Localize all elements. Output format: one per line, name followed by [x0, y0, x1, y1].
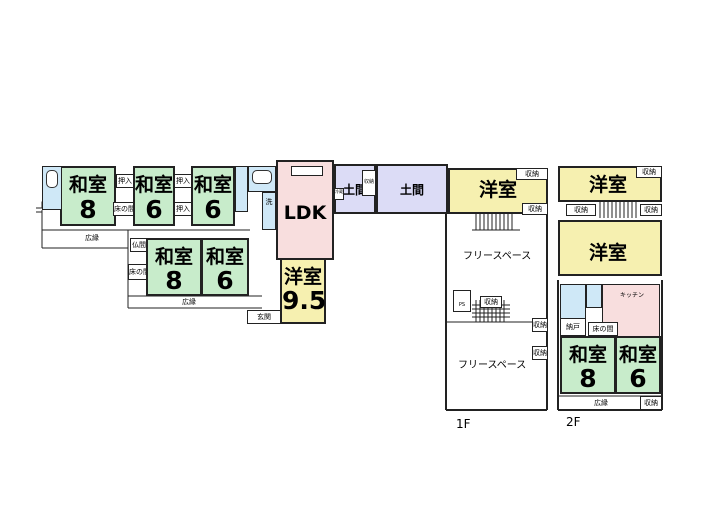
shuno-1f-b: 収納: [522, 203, 548, 215]
reizo-box: 冷蔵: [334, 188, 344, 200]
kitchen-counter: [291, 166, 323, 176]
toilet-2f: [586, 284, 602, 308]
butsuma-label: 仏間: [132, 241, 146, 249]
shuno-label: 収納: [644, 206, 658, 214]
yoshitsu-room-2f-mid: 洋室: [558, 220, 662, 276]
tokonoma-2f: 床の間: [588, 322, 618, 336]
yoshitsu-label: 洋室: [478, 179, 517, 201]
ps-box: PS: [453, 290, 471, 312]
free-space-label-2: フリースペース: [458, 360, 527, 371]
shuno-2f-c: 収納: [640, 204, 662, 216]
oshiire-1: 押入: [116, 174, 134, 188]
washitsu-8-room: 和室 8: [60, 166, 116, 226]
yoshitsu-9-5-room: 洋室 9.5: [280, 258, 326, 324]
water-area-2f: [560, 284, 586, 320]
yoshitsu-label: 洋室: [588, 174, 627, 196]
washitsu-size: 6: [204, 195, 222, 224]
washitsu-label: 和室: [193, 174, 232, 196]
nando-2f: 納戸: [560, 318, 586, 336]
tokonoma-1: 床の間: [113, 202, 135, 216]
shuno-label: 収納: [484, 298, 498, 306]
shuno-1f-e: 収納: [532, 346, 548, 360]
yoshitsu-label: 洋室: [283, 266, 322, 288]
hiroen-label: 広縁: [85, 234, 99, 242]
ldk-label: LDK: [283, 202, 327, 224]
shuno-1f-d: 収納: [532, 318, 548, 332]
shuno-1f-c: 収納: [480, 296, 502, 308]
washitsu-6-room-c: 和室 6: [201, 238, 249, 296]
floor-label-2f: 2F: [566, 415, 581, 429]
washroom-label: 洗: [265, 198, 273, 206]
washitsu-size: 6: [629, 364, 647, 393]
shuno-label: 収納: [525, 170, 539, 178]
shuno-label: 収納: [533, 349, 547, 357]
shuno-label: 収納: [528, 205, 542, 213]
washitsu-8-room-2f: 和室 8: [560, 336, 616, 394]
reizo-label: 冷蔵: [335, 189, 343, 194]
doma-label: 土間: [399, 183, 424, 197]
genkan: 玄関: [247, 310, 281, 324]
oshiire-3: 押入: [174, 202, 192, 216]
washitsu-size: 6: [216, 266, 234, 295]
oshiire-label: 押入: [176, 177, 190, 185]
free-space-label-1: フリースペース: [463, 251, 532, 262]
doma-room-large: 土間: [376, 164, 448, 214]
tokonoma-2: 床の間: [128, 264, 150, 280]
oshiire-label: 押入: [118, 177, 132, 185]
kitchen-label: キッチン: [619, 292, 644, 299]
tokonoma-label: 床の間: [129, 268, 150, 276]
washitsu-6-room-b: 和室 6: [191, 166, 235, 226]
ldk-room: LDK: [276, 160, 334, 260]
shuno-2f-a: 収納: [636, 166, 662, 178]
shuno-2f-b: 収納: [566, 204, 596, 216]
genkan-label: 玄関: [257, 313, 271, 321]
hiroen-label: 広縁: [594, 399, 608, 407]
washitsu-size: 8: [165, 266, 183, 295]
butsuma: 仏間: [130, 238, 148, 252]
shuno-1f-a: 収納: [516, 168, 548, 180]
floor-label-1f: 1F: [456, 417, 471, 431]
shuno-2f-d: 収納: [640, 396, 662, 410]
bathtub-icon: [46, 170, 58, 188]
oshiire-2: 押入: [174, 174, 192, 188]
shuno-doma: 収納: [362, 170, 376, 196]
yoshitsu-label: 洋室: [588, 242, 627, 264]
yoshitsu-size: 9.5: [282, 286, 327, 315]
washitsu-label: 和室: [205, 246, 244, 268]
washroom: 洗: [262, 192, 276, 230]
washitsu-label: 和室: [568, 344, 607, 366]
tokonoma-label: 床の間: [114, 205, 135, 213]
washitsu-6-room-a: 和室 6: [133, 166, 175, 226]
washitsu-size: 8: [579, 364, 597, 393]
shuno-label: 収納: [574, 206, 588, 214]
washitsu-8-room-b: 和室 8: [146, 238, 202, 296]
oshiire-label: 押入: [176, 205, 190, 213]
doma-label: 土間: [342, 183, 367, 197]
shuno-label: 収納: [363, 179, 374, 185]
shuno-label: 収納: [533, 321, 547, 329]
washitsu-label: 和室: [618, 344, 657, 366]
washitsu-label: 和室: [135, 174, 174, 196]
washitsu-label: 和室: [68, 174, 107, 196]
toilet-area: [235, 166, 248, 212]
shuno-label: 収納: [642, 168, 656, 176]
bathtub-icon: [252, 170, 272, 184]
washitsu-6-room-2f: 和室 6: [615, 336, 661, 394]
tokonoma-label: 床の間: [592, 325, 614, 333]
ps-label: PS: [458, 302, 466, 308]
hiroen-label: 広縁: [182, 298, 196, 306]
nando-label: 納戸: [566, 323, 580, 331]
washitsu-label: 和室: [154, 246, 193, 268]
shuno-label: 収納: [644, 399, 658, 407]
washitsu-size: 8: [79, 195, 97, 224]
washitsu-size: 6: [145, 195, 163, 224]
